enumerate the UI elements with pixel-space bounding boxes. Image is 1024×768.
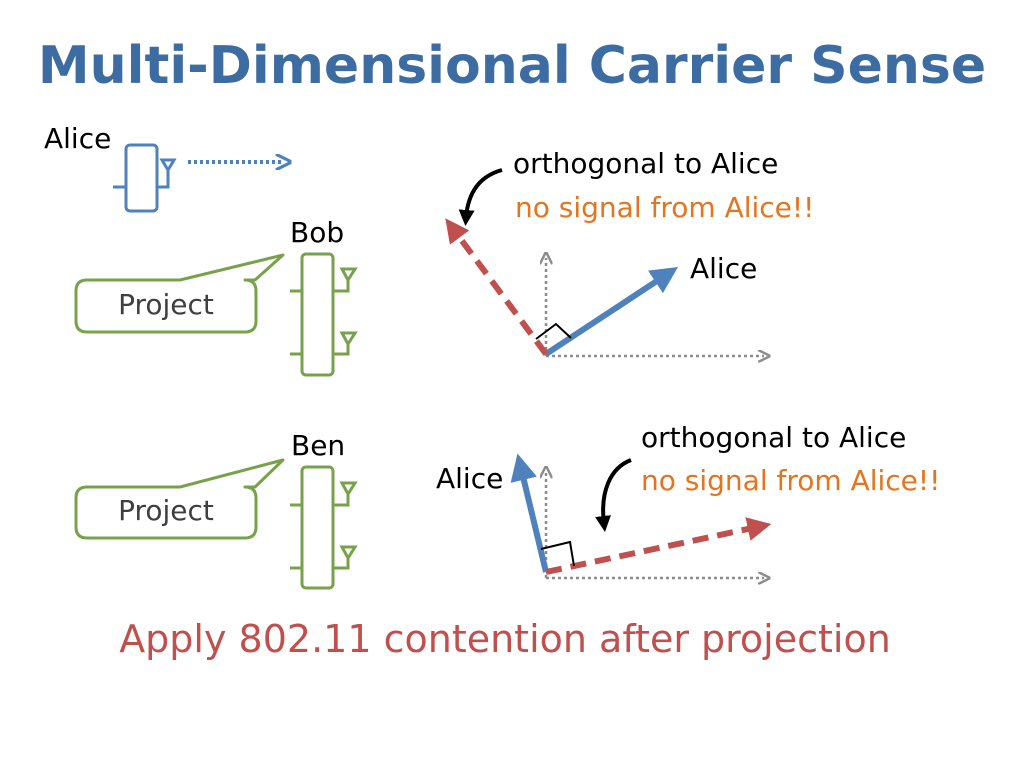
slide-title: Multi-Dimensional Carrier Sense (38, 36, 986, 96)
alice-vector (544, 267, 679, 357)
top-vector-label: Alice (690, 252, 757, 285)
antenna-icon (159, 158, 177, 173)
top-note-line1: orthogonal to Alice (513, 147, 778, 180)
bob-label: Bob (290, 216, 344, 249)
ben-device-box (300, 465, 335, 590)
projection-vector (445, 218, 549, 356)
antenna-icon (339, 331, 358, 347)
ben-bubble-text: Project (118, 494, 214, 527)
bottom-vector-label: Alice (436, 462, 503, 495)
projection-vector (545, 517, 772, 575)
bob-device-box (300, 252, 335, 377)
curved-pointer-arrow (595, 458, 632, 532)
alice-label: Alice (44, 122, 111, 155)
ben-project-bubble: Project (74, 458, 285, 540)
alice-device-box (124, 143, 159, 213)
bottom-note-line2: no signal from Alice!! (641, 464, 940, 497)
antenna-icon (339, 545, 358, 561)
right-angle-mark (535, 322, 572, 340)
bottom-vector-plot: Alice orthogonal to Alice no signal from… (436, 421, 940, 578)
ben-label: Ben (291, 429, 345, 462)
antenna-icon (339, 481, 358, 497)
bob-project-bubble: Project (74, 253, 285, 334)
bottom-note-line1: orthogonal to Alice (641, 421, 906, 454)
antenna-icon (339, 267, 358, 283)
bob-node: Bob (290, 216, 358, 377)
top-note-line2: no signal from Alice!! (515, 191, 814, 224)
top-vector-plot: Alice orthogonal to Alice no signal from… (445, 147, 814, 357)
alice-vector (510, 453, 549, 573)
ben-node: Ben (290, 429, 358, 590)
slide-footer: Apply 802.11 contention after projection (119, 617, 891, 661)
alice-node: Alice (44, 122, 282, 213)
bob-bubble-text: Project (118, 288, 214, 321)
curved-pointer-arrow (458, 168, 503, 226)
right-angle-mark (540, 540, 575, 567)
